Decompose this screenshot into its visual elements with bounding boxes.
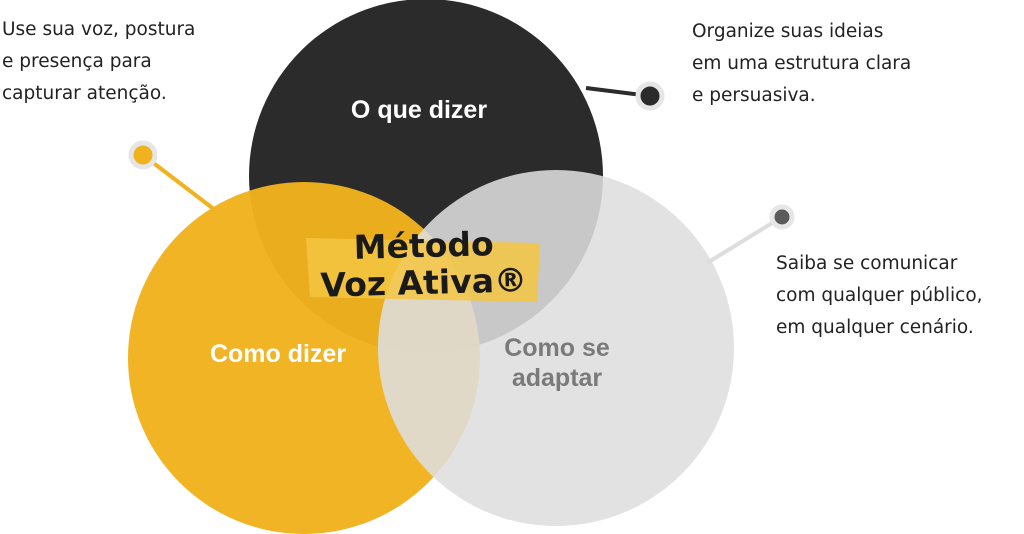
label-como-se-line2: adaptar [512,364,603,392]
center-title-line1: Método [353,224,494,267]
marker-top-right [635,81,665,111]
label-o-que-dizer: O que dizer [351,96,487,124]
note-como-dizer: Use sua voz, postura e presença para cap… [2,14,195,110]
note-line: Saiba se comunicar [776,253,958,274]
note-line: Organize suas ideias [692,21,884,42]
note-line: em uma estrutura clara [692,53,912,74]
label-como-se-line1: Como se [504,334,610,362]
note-o-que-dizer: Organize suas ideias em uma estrutura cl… [692,16,911,112]
connector-line-left [141,153,217,212]
note-line: com qualquer público, [776,285,983,306]
note-line: e presença para [2,51,152,72]
note-line: Use sua voz, postura [2,19,196,40]
center-title-line2: Voz Ativa® [320,260,527,304]
note-line: e persuasiva. [692,85,816,106]
marker-right [769,204,795,230]
center-highlight [306,238,540,302]
label-como-dizer: Como dizer [210,340,346,368]
marker-left [128,140,158,170]
connector-line-right [705,215,784,265]
note-line: em qualquer cenário. [776,317,974,338]
note-line: capturar atenção. [2,83,167,104]
note-como-se-adaptar: Saiba se comunicar com qualquer público,… [776,248,983,344]
